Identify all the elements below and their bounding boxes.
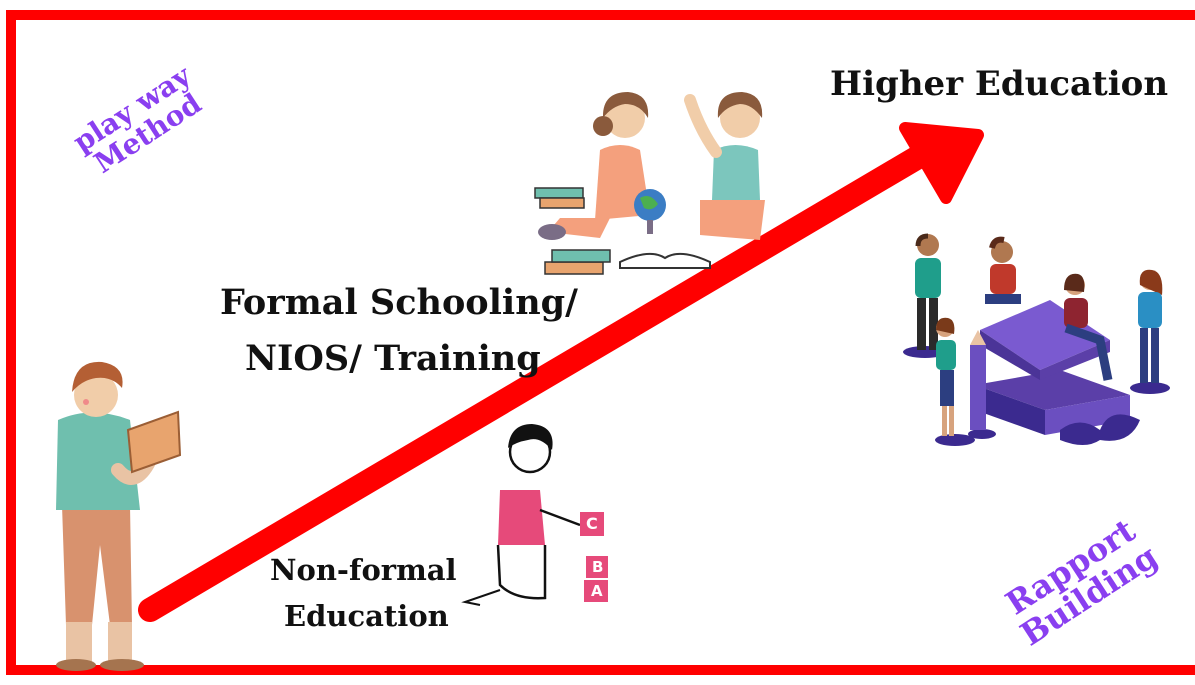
label-formal-schooling-line1: Formal Schooling/ <box>220 282 578 323</box>
block-letter-a: A <box>591 582 603 600</box>
progress-arrow <box>138 122 984 622</box>
students-group-icon <box>903 233 1170 446</box>
student-reading-icon <box>56 361 182 671</box>
block-letter-c: C <box>586 514 598 533</box>
label-higher-education: Higher Education <box>830 64 1169 104</box>
red-border-frame <box>6 10 1195 675</box>
label-nonformal-line2: Education <box>284 599 449 633</box>
children-studying-icon <box>534 92 765 275</box>
label-formal-schooling-line2: NIOS/ Training <box>245 338 541 379</box>
label-nonformal-line1: Non-formal <box>270 553 457 587</box>
child-with-blocks-icon <box>461 424 608 606</box>
block-letter-b: B <box>592 558 604 576</box>
